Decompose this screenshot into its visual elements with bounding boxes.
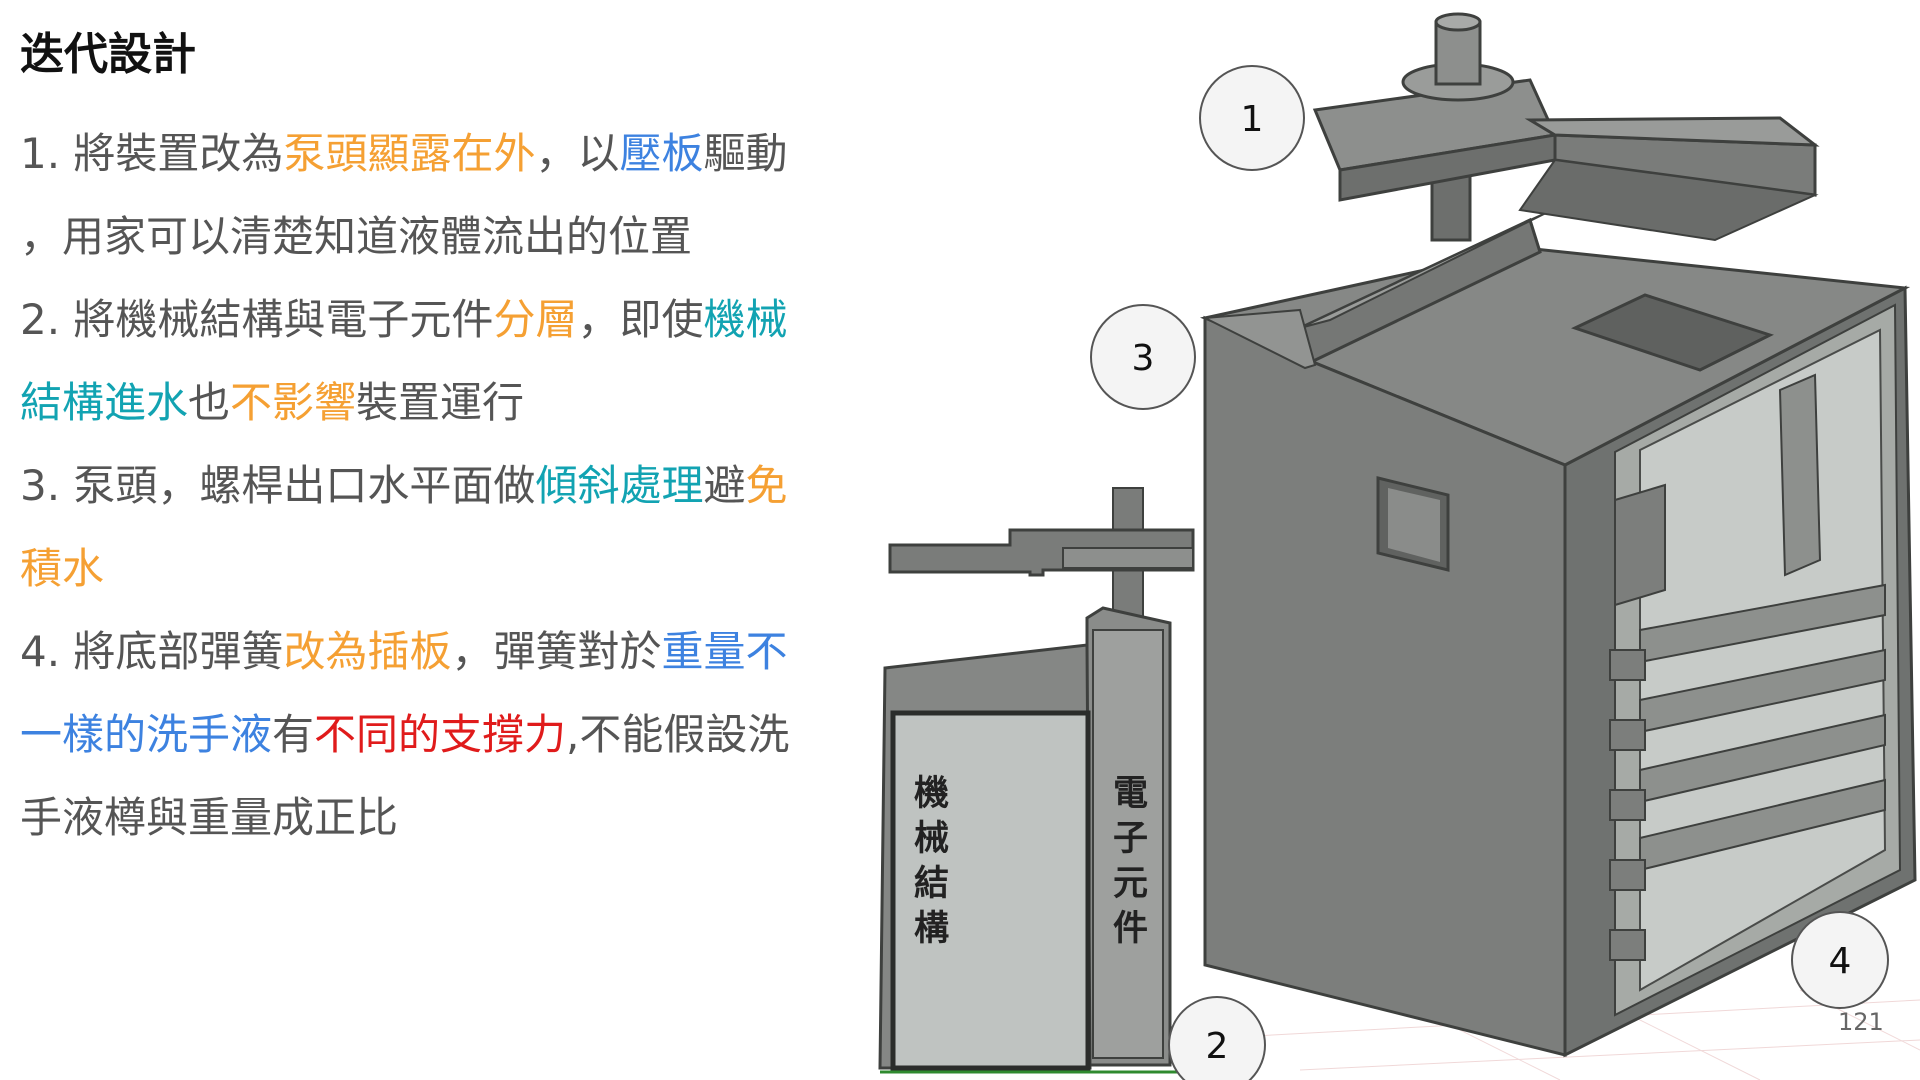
text-run: 3. 泵頭，螺桿出口水平面做: [20, 461, 536, 510]
text-run: ，以: [535, 129, 620, 178]
highlight-teal: 傾斜處理: [535, 461, 704, 510]
text-run: ，彈簧對於: [451, 627, 662, 676]
highlight-blue: 壓板: [619, 129, 704, 178]
text-run: ，即使: [577, 295, 704, 344]
text-line-3: 2. 將機械結構與電子元件分層，即使機械: [20, 278, 880, 361]
callout-1-label: 1: [1241, 99, 1264, 140]
text-run: 有: [272, 710, 315, 759]
text-run: 裝置運行: [356, 378, 525, 427]
highlight-teal: 結構進水: [20, 378, 189, 427]
text-run: 避: [703, 461, 746, 510]
text-run: 也: [188, 378, 231, 427]
callout-1: 1: [1199, 65, 1305, 171]
highlight-orange: 泵頭顯露在外: [283, 129, 536, 178]
text-line-4: 結構進水也不影響裝置運行: [20, 361, 880, 444]
text-run: 驅動: [703, 129, 788, 178]
highlight-orange: 不影響: [230, 378, 357, 427]
highlight-blue: 一樣的洗手液: [20, 710, 273, 759]
text-line-8: 一樣的洗手液有不同的支撐力,不能假設洗: [20, 693, 880, 776]
section-diagram: 機 械 結 構 電 子 元 件: [878, 487, 1195, 1074]
mechanical-label: 機 械 結 構: [914, 774, 961, 949]
slide-title: 迭代設計: [20, 29, 196, 80]
text-line-7: 4. 將底部彈簧改為插板，彈簧對於重量不: [20, 610, 880, 693]
text-line-9: 手液樽與重量成正比: [20, 776, 880, 859]
highlight-red: 不同的支撐力: [314, 710, 567, 759]
text-run: 手液樽與重量成正比: [20, 793, 399, 842]
text-run: ,不能假設洗: [566, 710, 790, 759]
text-line-1: 1. 將裝置改為泵頭顯露在外，以壓板驅動: [20, 112, 880, 195]
callout-2-label: 2: [1206, 1026, 1229, 1067]
body-text: 1. 將裝置改為泵頭顯露在外，以壓板驅動 ，用家可以清楚知道液體流出的位置 2.…: [20, 112, 880, 859]
page-number: 121: [1838, 1008, 1884, 1036]
highlight-orange: 積水: [20, 544, 105, 593]
text-line-5: 3. 泵頭，螺桿出口水平面做傾斜處理避免: [20, 444, 880, 527]
highlight-orange: 免: [745, 461, 788, 510]
text-run: 2. 將機械結構與電子元件: [20, 295, 494, 344]
callout-2: 2: [1168, 996, 1266, 1080]
text-line-6: 積水: [20, 527, 880, 610]
electronics-label: 電 子 元 件: [1113, 774, 1160, 949]
highlight-teal: 機械: [703, 295, 788, 344]
text-line-2: ，用家可以清楚知道液體流出的位置: [20, 195, 880, 278]
callout-3-label: 3: [1132, 338, 1155, 379]
highlight-blue: 重量不: [661, 627, 788, 676]
callout-3: 3: [1090, 304, 1196, 410]
text-run: 4. 將底部彈簧: [20, 627, 284, 676]
large-model: [1199, 12, 1917, 1058]
callout-4-label: 4: [1829, 941, 1852, 982]
highlight-orange: 改為插板: [283, 627, 452, 676]
text-run: ，用家可以清楚知道液體流出的位置: [20, 212, 693, 261]
highlight-orange: 分層: [493, 295, 578, 344]
text-run: 1. 將裝置改為: [20, 129, 284, 178]
callout-4: 4: [1791, 911, 1889, 1009]
